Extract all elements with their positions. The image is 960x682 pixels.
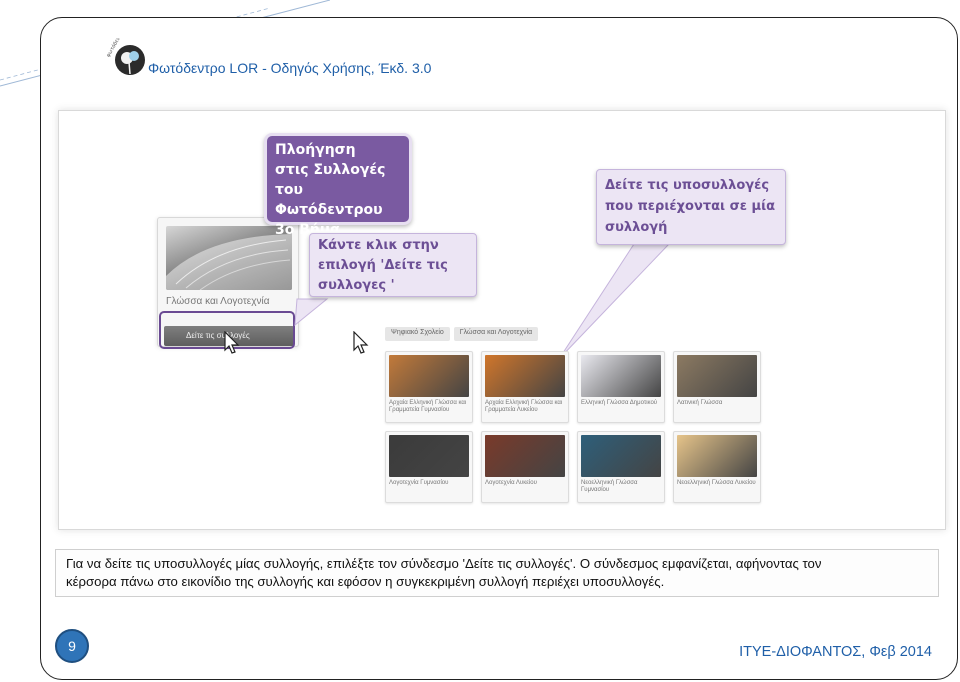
caption-line: κέρσορα πάνω στο εικονίδιο της συλλογής …	[66, 574, 665, 589]
subcollection-tile[interactable]: Λογοτεχνία Λυκείου	[481, 431, 569, 503]
callout-click-line: Κάντε κλικ στην	[318, 238, 439, 253]
subcollection-label: Λατινική Γλώσσα	[677, 400, 723, 406]
subcollection-thumb	[485, 355, 565, 397]
subcollection-tile[interactable]: Αρχαία Ελληνική Γλώσσα και Γραμματεία Γυ…	[385, 351, 473, 423]
subcollection-tile[interactable]: Ελληνική Γλώσσα Δημοτικού	[577, 351, 665, 423]
subcollection-tile[interactable]: Αρχαία Ελληνική Γλώσσα και Γραμματεία Λυ…	[481, 351, 569, 423]
callout-step-3: Πλοήγηση στις Συλλογές του Φωτόδεντρου 3…	[264, 133, 412, 238]
subcollection-tile[interactable]: Νεοελληνική Γλώσσα Γυμνασίου	[577, 431, 665, 503]
callout-sub-line: που περιέχονται σε μία	[605, 199, 776, 214]
subcollection-label: Αρχαία Ελληνική Γλώσσα και Γραμματεία Λυ…	[485, 400, 563, 413]
subcollection-thumb	[389, 355, 469, 397]
callout-step-3-line: Πλοήγηση	[275, 142, 356, 158]
breadcrumb-item[interactable]: Ψηφιακό Σχολείο	[385, 327, 450, 341]
subcollection-tile[interactable]: Λογοτεχνία Γυμνασίου	[385, 431, 473, 503]
mouse-pointer-icon	[353, 331, 369, 354]
subcollection-thumb	[581, 435, 661, 477]
caption-box: Για να δείτε τις υποσυλλογές μίας συλλογ…	[55, 549, 939, 597]
subcollection-label: Λογοτεχνία Γυμνασίου	[389, 480, 449, 486]
subcollection-tile[interactable]: Λατινική Γλώσσα	[673, 351, 761, 423]
callout-click-line: επιλογή 'Δείτε τις	[318, 258, 448, 273]
callout-subcollections: Δείτε τις υποσυλλογές που περιέχονται σε…	[596, 169, 786, 245]
subcollection-thumb	[485, 435, 565, 477]
subcollection-thumb	[677, 435, 757, 477]
callout-sub-line: Δείτε τις υποσυλλογές	[605, 178, 770, 193]
subcollection-thumb	[581, 355, 661, 397]
collection-card-label: Γλώσσα και Λογοτεχνία	[166, 296, 270, 307]
subcollection-tile[interactable]: Νεοελληνική Γλώσσα Λυκείου	[673, 431, 761, 503]
caption-line: Για να δείτε τις υποσυλλογές μίας συλλογ…	[66, 556, 822, 571]
callout-step-3-line: του Φωτόδεντρου	[275, 182, 383, 218]
subcollection-label: Ελληνική Γλώσσα Δημοτικού	[581, 400, 658, 406]
subcollection-label: Νεοελληνική Γλώσσα Λυκείου	[677, 480, 756, 486]
page-number-badge: 9	[55, 629, 89, 663]
subcollection-label: Λογοτεχνία Λυκείου	[485, 480, 537, 486]
mouse-pointer-icon	[224, 331, 240, 354]
screenshot-illustration: Γλώσσα και Λογοτεχνία Δείτε τις συλλογές…	[58, 110, 946, 530]
callout-step-3-line: στις Συλλογές	[275, 162, 386, 178]
callout-click-line: συλλογες '	[318, 278, 395, 293]
callout-sub-line: συλλογή	[605, 220, 668, 235]
book-image	[166, 226, 292, 290]
subcollection-thumb	[677, 355, 757, 397]
footer-credit: ΙΤΥΕ-ΔΙΟΦΑΝΤΟΣ, Φεβ 2014	[739, 644, 932, 660]
subcollection-label: Νεοελληνική Γλώσσα Γυμνασίου	[581, 480, 638, 493]
document-title: Φωτόδεντρο LOR - Οδηγός Χρήσης, Έκδ. 3.0	[148, 60, 432, 76]
breadcrumb: Ψηφιακό Σχολείο Γλώσσα και Λογοτεχνία	[385, 327, 539, 341]
subcollection-grid: Αρχαία Ελληνική Γλώσσα και Γραμματεία Γυ…	[385, 351, 761, 503]
callout-click-instruction: Κάντε κλικ στην επιλογή 'Δείτε τις συλλο…	[309, 233, 477, 297]
subcollection-thumb	[389, 435, 469, 477]
photodentro-logo: φωτόδεντρο	[106, 38, 145, 75]
breadcrumb-item[interactable]: Γλώσσα και Λογοτεχνία	[453, 327, 539, 341]
subcollection-label: Αρχαία Ελληνική Γλώσσα και Γραμματεία Γυ…	[389, 400, 467, 413]
